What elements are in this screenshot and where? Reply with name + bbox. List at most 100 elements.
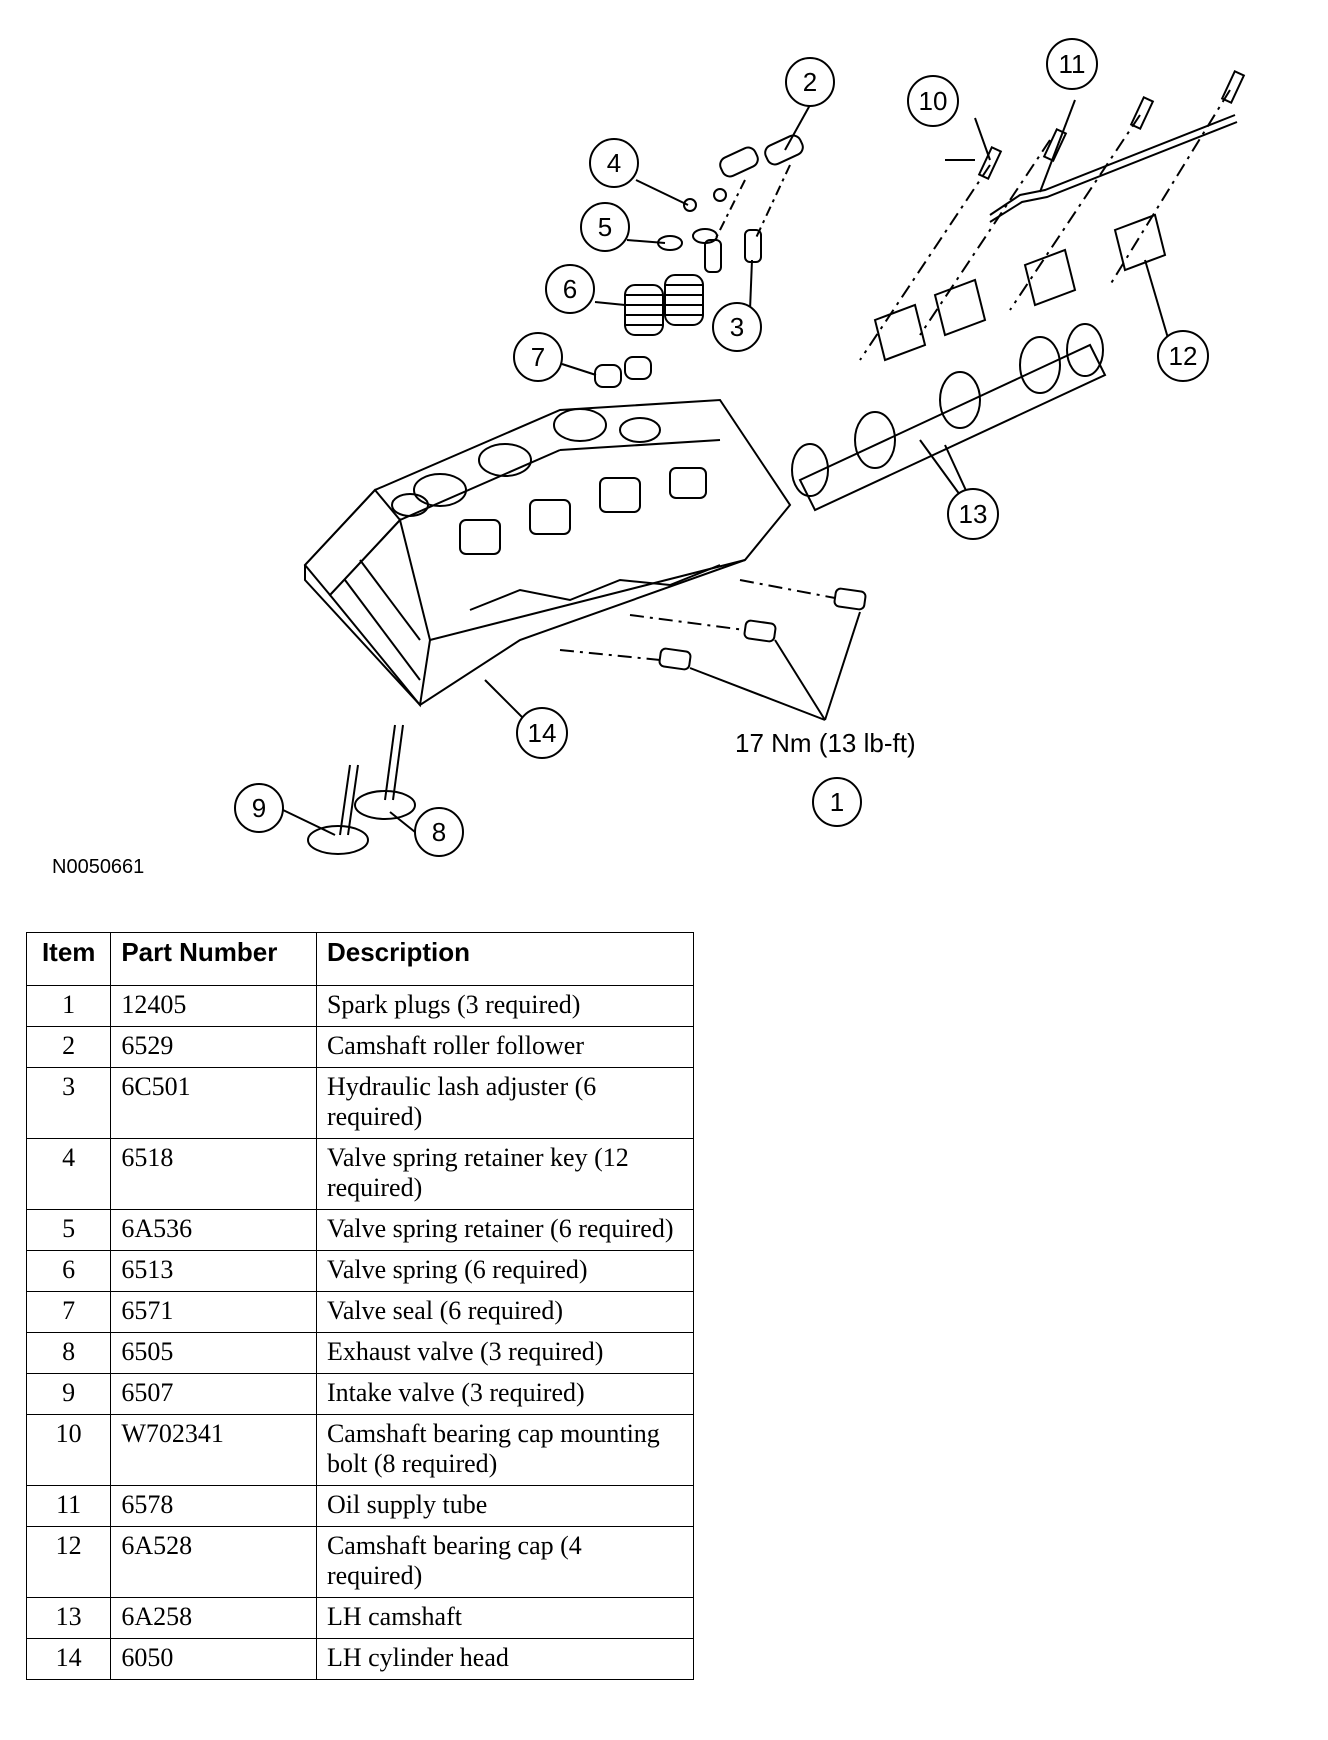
header-description: Description [315,932,695,986]
cell-item: 8 [25,1332,112,1374]
oil-supply-tube-drawing [989,114,1238,223]
svg-text:5: 5 [598,212,612,242]
callout-7: 7 [513,332,563,382]
cell-description: Camshaft bearing cap (4 required) [315,1526,695,1598]
cell-part-number: 6513 [110,1250,317,1292]
callout-11: 11 [1046,38,1098,90]
figure-reference-code: N0050661 [52,856,144,878]
cell-item: 4 [25,1138,112,1210]
cell-description: Camshaft roller follower [315,1026,695,1068]
svg-text:3: 3 [730,312,744,342]
cell-description: LH cylinder head [315,1638,695,1680]
callout-9: 9 [234,783,284,833]
header-item: Item [25,932,112,986]
table-header-row: Item Part Number Description [25,932,695,986]
cell-description: Hydraulic lash adjuster (6 required) [315,1067,695,1139]
exploded-view-diagram: 1 2 3 4 5 6 7 8 9 10 11 12 13 14 17 Nm (… [52,38,1246,878]
callouts: 1 2 3 4 5 6 7 8 9 10 11 12 13 14 [234,38,1209,857]
cell-part-number: W702341 [110,1414,317,1486]
svg-text:14: 14 [528,718,557,748]
cell-item: 3 [25,1067,112,1139]
svg-text:13: 13 [959,499,988,529]
callout-4: 4 [589,138,639,188]
cell-description: Valve seal (6 required) [315,1291,695,1333]
cell-item: 1 [25,985,112,1027]
callout-2: 2 [785,57,835,107]
cell-item: 11 [25,1485,112,1527]
svg-text:11: 11 [1059,49,1086,79]
cell-part-number: 12405 [110,985,317,1027]
callout-12: 12 [1157,330,1209,382]
cell-description: Valve spring retainer (6 required) [315,1209,695,1251]
cell-description: Camshaft bearing cap mounting bolt (8 re… [315,1414,695,1486]
cell-item: 14 [25,1638,112,1680]
cell-part-number: 6571 [110,1291,317,1333]
svg-text:6: 6 [563,274,577,304]
cell-item: 12 [25,1526,112,1598]
svg-text:9: 9 [252,793,266,823]
cell-item: 10 [25,1414,112,1486]
cell-item: 7 [25,1291,112,1333]
cell-description: Valve spring retainer key (12 required) [315,1138,695,1210]
cell-description: LH camshaft [315,1597,695,1639]
roller-followers-drawing [704,134,804,273]
svg-text:7: 7 [531,342,545,372]
svg-text:4: 4 [607,148,621,178]
cell-part-number: 6507 [110,1373,317,1415]
callout-13: 13 [947,488,999,540]
torque-spec-label: 17 Nm (13 lb-ft) [735,728,916,758]
cylinder-head-drawing [303,398,792,708]
svg-text:2: 2 [803,67,817,97]
cell-description: Exhaust valve (3 required) [315,1332,695,1374]
cell-part-number: 6578 [110,1485,317,1527]
cell-part-number: 6529 [110,1026,317,1068]
header-part-number: Part Number [110,932,317,986]
callout-10: 10 [907,75,959,127]
callout-1: 1 [812,777,862,827]
cell-item: 5 [25,1209,112,1251]
callout-3: 3 [712,302,762,352]
cell-part-number: 6050 [110,1638,317,1680]
callout-5: 5 [580,202,630,252]
cell-description: Spark plugs (3 required) [315,985,695,1027]
callout-14: 14 [516,707,568,759]
cell-description: Valve spring (6 required) [315,1250,695,1292]
cell-description: Oil supply tube [315,1485,695,1527]
cell-part-number: 6505 [110,1332,317,1374]
spark-plugs-drawing [559,579,867,721]
valves-drawing [307,724,416,855]
svg-text:8: 8 [432,817,446,847]
cell-part-number: 6A528 [110,1526,317,1598]
svg-text:1: 1 [830,787,844,817]
cell-part-number: 6A258 [110,1597,317,1639]
cell-description: Intake valve (3 required) [315,1373,695,1415]
cell-part-number: 6A536 [110,1209,317,1251]
cell-item: 9 [25,1373,112,1415]
callout-6: 6 [545,264,595,314]
cell-part-number: 6C501 [110,1067,317,1139]
cell-item: 13 [25,1597,112,1639]
bearing-caps-drawing [859,69,1246,362]
camshaft-drawing [791,323,1107,512]
cell-part-number: 6518 [110,1138,317,1210]
svg-text:12: 12 [1169,341,1198,371]
cell-item: 2 [25,1026,112,1068]
callout-8: 8 [414,807,464,857]
cell-item: 6 [25,1250,112,1292]
svg-text:10: 10 [919,86,948,116]
